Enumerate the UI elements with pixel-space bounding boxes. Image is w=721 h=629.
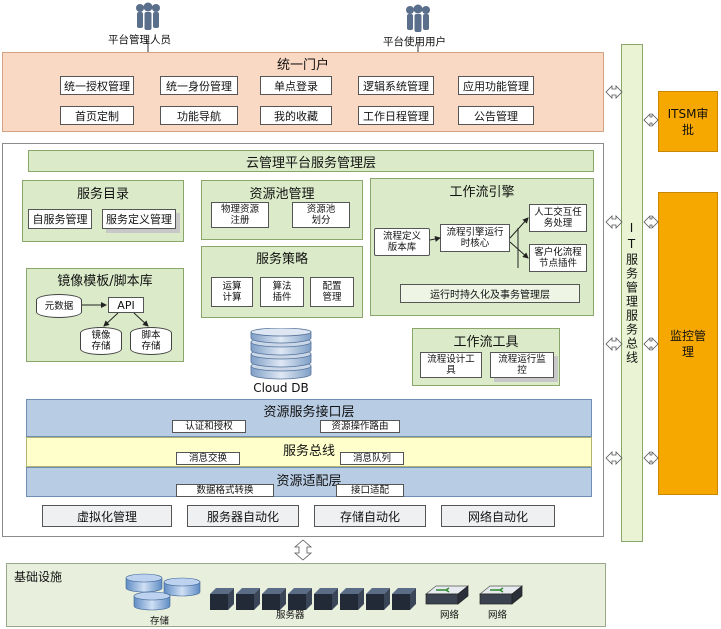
network-switch-icon xyxy=(478,584,524,610)
server-label: 服务器 xyxy=(276,610,305,621)
platform-bus-arrow-1 xyxy=(605,215,623,229)
portal-item[interactable]: 统一授权管理 xyxy=(60,76,134,95)
message-queue-button[interactable]: 消息队列 xyxy=(340,452,404,465)
admin-user-icon xyxy=(128,2,168,34)
automation-item[interactable]: 存储自动化 xyxy=(314,505,426,527)
config-management-button[interactable]: 配置管理 xyxy=(310,277,354,307)
infra-arrow xyxy=(293,539,313,561)
service-policy-title: 服务策略 xyxy=(255,251,308,267)
script-storage-label: 脚本存储 xyxy=(141,330,161,352)
image-storage-db: 镜像存储 xyxy=(80,327,122,355)
api-box[interactable]: API xyxy=(108,297,144,313)
portal-item[interactable]: 首页定制 xyxy=(60,106,134,125)
admin-user-label: 平台管理人员 xyxy=(108,34,171,46)
platform-bus-arrow-3 xyxy=(605,451,623,465)
interface-adapter-button[interactable]: 接口适配 xyxy=(336,484,404,497)
portal-item[interactable]: 单点登录 xyxy=(260,76,332,95)
workflow-tools-title: 工作流工具 xyxy=(453,334,519,350)
network-label-2: 网络 xyxy=(488,610,508,621)
platform-user-icon xyxy=(398,4,438,36)
portal-item[interactable]: 公告管理 xyxy=(458,106,534,125)
portal-item[interactable]: 工作日程管理 xyxy=(358,106,434,125)
automation-item[interactable]: 网络自动化 xyxy=(441,505,555,527)
physical-resource-button[interactable]: 物理资源注册 xyxy=(211,202,269,228)
service-bus-title: 服务总线 xyxy=(282,443,335,459)
service-catalog-title: 服务目录 xyxy=(76,186,129,202)
server-rack-icon xyxy=(208,586,418,612)
storage-icon xyxy=(124,572,204,616)
portal-item[interactable]: 应用功能管理 xyxy=(458,76,534,95)
auth-button[interactable]: 认证和授权 xyxy=(172,420,246,433)
automation-item[interactable]: 虚拟化管理 xyxy=(42,505,172,527)
self-service-button[interactable]: 自服务管理 xyxy=(28,209,92,229)
storage-label: 存储 xyxy=(150,616,170,627)
cloud-db-icon xyxy=(248,328,314,380)
portal-item[interactable]: 我的收藏 xyxy=(260,106,332,125)
itsm-label: ITSM审批 xyxy=(667,106,709,137)
workflow-engine-title: 工作流引擎 xyxy=(449,184,515,200)
resource-interface-layer xyxy=(26,399,592,437)
cloud-service-layer-title: 云管理平台服务管理层 xyxy=(245,155,376,171)
automation-item[interactable]: 服务器自动化 xyxy=(187,505,299,527)
cloud-service-layer: 云管理平台服务管理层 xyxy=(28,150,594,172)
image-storage-label: 镜像存储 xyxy=(91,330,111,352)
algorithm-plugin-button[interactable]: 算法插件 xyxy=(260,277,304,307)
engine-runtime-box[interactable]: 流程引擎运行时核心 xyxy=(440,224,510,252)
human-task-box[interactable]: 人工交互任务处理 xyxy=(529,204,587,232)
it-service-bus: IT服务管理服务总线 xyxy=(621,44,643,542)
service-definition-button[interactable]: 服务定义管理 xyxy=(102,209,176,229)
portal-bus-arrow xyxy=(605,85,623,99)
platform-bus-arrow-2 xyxy=(605,337,623,351)
process-definition-box[interactable]: 流程定义版本库 xyxy=(374,228,430,256)
pool-division-button[interactable]: 资源池划分 xyxy=(292,202,350,228)
data-format-button[interactable]: 数据格式转换 xyxy=(176,484,274,497)
process-design-tool-button[interactable]: 流程设计工具 xyxy=(420,352,482,378)
portal-item[interactable]: 统一身份管理 xyxy=(160,76,238,95)
portal-item[interactable]: 功能导航 xyxy=(160,106,238,125)
message-exchange-button[interactable]: 消息交换 xyxy=(176,452,240,465)
resource-pool-title: 资源池管理 xyxy=(249,186,315,202)
metadata-label: 元数据 xyxy=(44,300,74,312)
monitor-arrow-1 xyxy=(643,215,659,229)
script-storage-db: 脚本存储 xyxy=(130,327,172,355)
metadata-db: 元数据 xyxy=(36,294,82,318)
resource-interface-title: 资源服务接口层 xyxy=(263,404,355,420)
image-library-title: 镜像模板/脚本库 xyxy=(57,273,153,289)
service-bus-layer xyxy=(26,437,592,467)
portal-item[interactable]: 逻辑系统管理 xyxy=(358,76,434,95)
resource-routing-button[interactable]: 资源操作路由 xyxy=(320,420,400,433)
network-switch-icon xyxy=(424,584,470,610)
cloud-db-label: Cloud DB xyxy=(253,381,309,395)
custom-node-plugin-box[interactable]: 客户化流程节点插件 xyxy=(529,244,587,272)
platform-user-label: 平台使用用户 xyxy=(383,36,446,48)
monitor-arrow-3 xyxy=(643,451,659,465)
resource-adapter-layer xyxy=(26,467,592,497)
resource-adapter-title: 资源适配层 xyxy=(276,473,342,489)
network-label-1: 网络 xyxy=(440,610,460,621)
portal-title: 统一门户 xyxy=(276,57,329,73)
itsm-arrow xyxy=(643,113,659,127)
monitoring-label: 监控管理 xyxy=(669,328,706,359)
itsm-approval: ITSM审批 xyxy=(658,91,718,152)
monitor-arrow-2 xyxy=(643,337,659,351)
it-service-bus-label: IT服务管理服务总线 xyxy=(624,221,639,365)
infrastructure-title: 基础设施 xyxy=(14,570,63,584)
runtime-persistence-bar[interactable]: 运行时持久化及事务管理层 xyxy=(400,284,580,303)
process-monitor-button[interactable]: 流程运行监控 xyxy=(490,352,554,378)
operation-calc-button[interactable]: 运算计算 xyxy=(211,277,253,307)
monitoring-management: 监控管理 xyxy=(658,192,718,495)
